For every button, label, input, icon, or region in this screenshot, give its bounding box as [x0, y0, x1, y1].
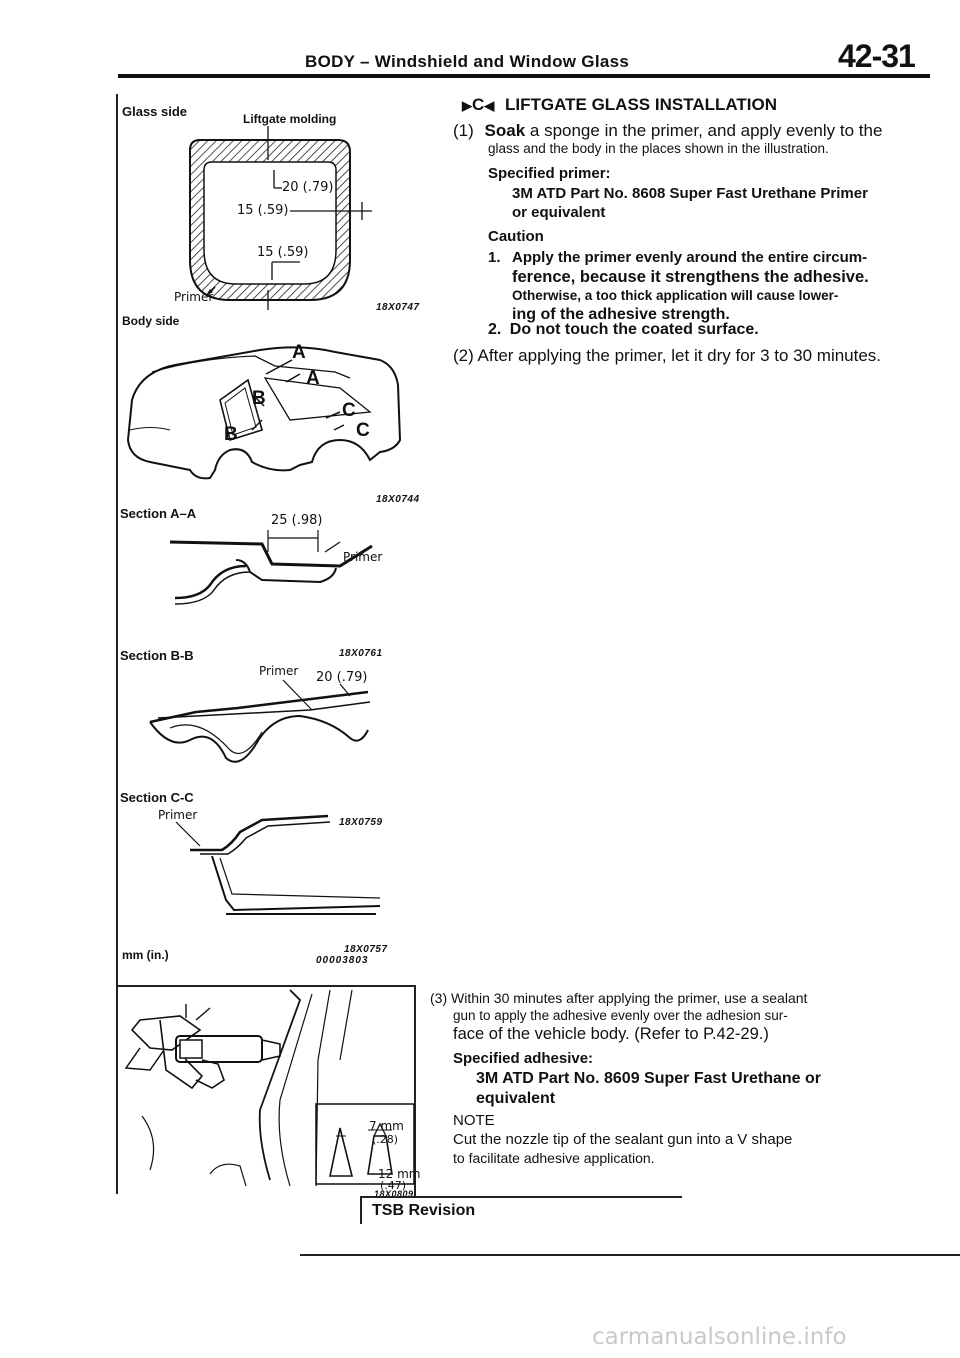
- section-bb-dimension: 20 (.79): [316, 670, 368, 685]
- caution-item1-line1: Apply the primer evenly around the entir…: [512, 249, 868, 266]
- units-label: mm (in.): [122, 948, 169, 962]
- cut-marker-a1: A: [292, 342, 306, 363]
- dimension-20: 20 (.79): [282, 180, 334, 195]
- watermark: carmanualsonline.info: [592, 1324, 847, 1350]
- primer-spec-line2: or equivalent: [512, 204, 606, 221]
- section-bb-primer-label: Primer: [259, 664, 299, 678]
- play-triangle-icon: ▶: [462, 98, 472, 113]
- caution-item2-number: 2.: [488, 321, 502, 338]
- note-line1: Cut the nozzle tip of the sealant gun in…: [453, 1131, 793, 1148]
- caution-item1-number: 1.: [488, 249, 501, 266]
- dimension-7mm-inch: (.28): [372, 1133, 399, 1146]
- figure-code-18x0744: 18X0744: [376, 494, 420, 505]
- dimension-15-b: 15 (.59): [257, 245, 309, 260]
- page-number: 42-31: [838, 38, 916, 74]
- caution-title: Caution: [488, 228, 544, 245]
- dimension-7mm: 7 mm: [369, 1119, 404, 1133]
- caution-item1-line3: Otherwise, a too thick application will …: [512, 288, 839, 303]
- body-side-label: Body side: [122, 314, 180, 328]
- liftgate-molding-label: Liftgate molding: [243, 112, 337, 126]
- section-cc-primer-label: Primer: [158, 808, 198, 822]
- figure-code-18x0759: 18X0759: [339, 817, 383, 828]
- adhesive-spec-label: Specified adhesive:: [453, 1050, 594, 1067]
- back-triangle-icon: ◀: [484, 98, 495, 113]
- cut-marker-a2: A: [306, 368, 320, 389]
- section-aa-label: Section A–A: [120, 506, 197, 521]
- dimension-12mm: 12 mm: [378, 1167, 421, 1181]
- step1-line1: (1) Soak a sponge in the primer, and app…: [453, 121, 882, 140]
- header-rule: [118, 74, 930, 78]
- section-heading: ▶C◀ LIFTGATE GLASS INSTALLATION: [462, 95, 777, 115]
- step3-line2: gun to apply the adhesive evenly over th…: [453, 1008, 788, 1023]
- caution-item1-line2: ference, because it strengthens the adhe…: [512, 268, 869, 286]
- figure-code-18x0747: 18X0747: [376, 302, 420, 313]
- figure-code-18x0809: 18X0809: [374, 1189, 414, 1199]
- note-line2: to facilitate adhesive application.: [453, 1150, 655, 1166]
- primer-spec-label: Specified primer:: [488, 165, 611, 182]
- primer-spec-line1: 3M ATD Part No. 8608 Super Fast Urethane…: [512, 185, 868, 202]
- tsb-revision-label: TSB Revision: [372, 1202, 476, 1219]
- section-title: LIFTGATE GLASS INSTALLATION: [505, 95, 777, 114]
- figure3-right-border: [414, 985, 416, 1197]
- dimension-12mm-inch: (.47): [380, 1179, 407, 1192]
- caution-item2: 2. Do not touch the coated surface.: [488, 321, 759, 339]
- dimension-15-a: 15 (.59): [237, 203, 289, 218]
- step1-verb: Soak: [484, 121, 526, 140]
- cut-marker-c2: C: [356, 420, 370, 441]
- caution-item2-text: Do not touch the coated surface.: [509, 321, 759, 338]
- caution-item1-line4: ing of the adhesive strength.: [512, 306, 730, 323]
- step1-number: (1): [453, 121, 474, 140]
- step3-line1: (3) Within 30 minutes after applying the…: [430, 990, 808, 1006]
- adhesive-spec-line2: equivalent: [476, 1090, 556, 1107]
- figure-column-border: [116, 94, 118, 1194]
- section-cc-label: Section C-C: [120, 790, 194, 805]
- section-bb-label: Section B-B: [120, 648, 194, 663]
- figure-code-18x0757: 18X0757: [344, 944, 388, 955]
- primer-label-1: Primer: [174, 290, 214, 304]
- tsb-revision-box: [360, 1196, 682, 1224]
- cut-marker-b1: B: [252, 388, 266, 409]
- page-header-title: BODY – Windshield and Window Glass: [305, 52, 630, 71]
- step1-text2: glass and the body in the places shown i…: [488, 141, 829, 156]
- footer-rule: [300, 1254, 960, 1256]
- step3-line3: face of the vehicle body. (Refer to P.42…: [453, 1025, 769, 1043]
- cut-marker-c1: C: [342, 400, 356, 421]
- section-aa-dimension: 25 (.98): [271, 513, 323, 528]
- figure-divider: [116, 985, 416, 987]
- step1-text1: a sponge in the primer, and apply evenly…: [529, 121, 883, 140]
- note-title: NOTE: [453, 1112, 495, 1129]
- figure-code-00003803: 00003803: [316, 955, 369, 966]
- step2-text: (2) After applying the primer, let it dr…: [453, 346, 882, 365]
- figure-code-18x0761: 18X0761: [339, 648, 383, 659]
- adhesive-spec-line1: 3M ATD Part No. 8609 Super Fast Urethane…: [476, 1070, 821, 1087]
- cut-marker-b2: B: [224, 424, 238, 445]
- section-marker: C: [472, 95, 485, 114]
- section-aa-primer-label: Primer: [343, 550, 383, 564]
- glass-side-label: Glass side: [122, 104, 188, 119]
